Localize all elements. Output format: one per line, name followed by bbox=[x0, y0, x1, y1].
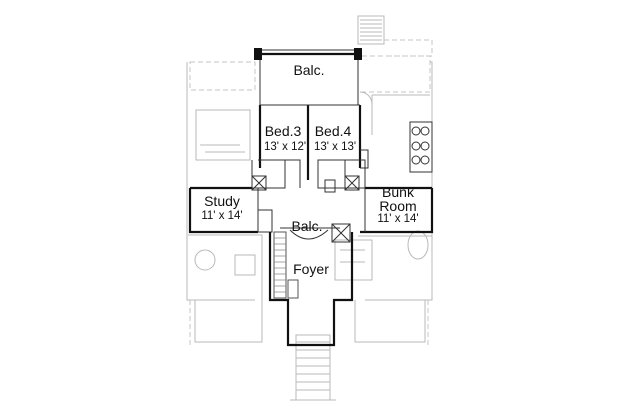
bed4-label: Bed.4 bbox=[315, 123, 352, 139]
study-label: Study bbox=[204, 193, 240, 209]
study-dims: 11' x 14' bbox=[201, 210, 242, 222]
lower-level-outline bbox=[186, 15, 433, 401]
balcony-top-label: Balc. bbox=[293, 62, 324, 78]
balcony-mid-label: Balc. bbox=[291, 218, 322, 234]
staircase bbox=[273, 231, 299, 299]
bunk-room-label-line1: Bunk bbox=[382, 184, 415, 200]
foyer-label: Foyer bbox=[293, 261, 329, 277]
bunk-room-label-line2: Room bbox=[379, 198, 416, 214]
upper-level-walls bbox=[188, 48, 434, 347]
bed3-dims: 13' x 12' bbox=[264, 141, 306, 153]
bed4-dims: 13' x 13' bbox=[314, 141, 356, 153]
bed3-label: Bed.3 bbox=[265, 123, 302, 139]
bunk-room-dims: 11' x 14' bbox=[377, 213, 418, 225]
